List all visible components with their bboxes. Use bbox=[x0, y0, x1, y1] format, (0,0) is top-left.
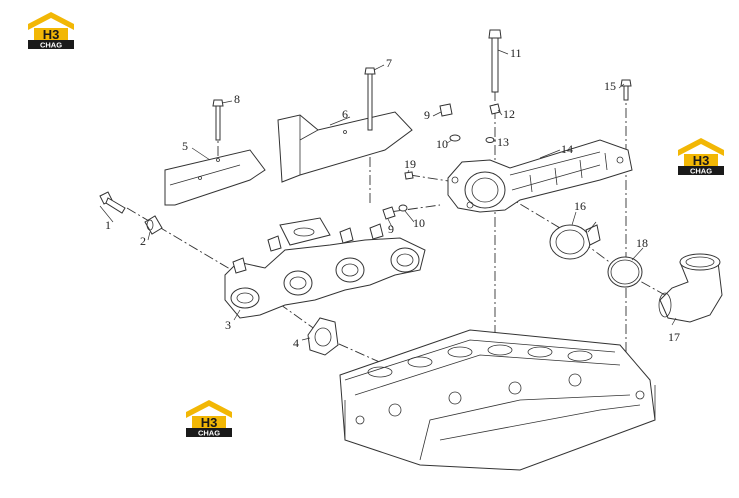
callout-10: 10 bbox=[436, 137, 448, 151]
logo-sub-text: CHAG bbox=[40, 41, 62, 50]
cylinder-head bbox=[339, 329, 656, 471]
brand-logo-right: H3 CHAG bbox=[672, 136, 730, 176]
callout-10-lower: 10 bbox=[413, 216, 425, 230]
gasket-4 bbox=[307, 317, 339, 356]
spacer-2 bbox=[144, 215, 163, 235]
bolt-1 bbox=[99, 191, 126, 214]
washer-10-bottom bbox=[398, 204, 408, 212]
o-ring-18 bbox=[607, 256, 643, 288]
callout-15: 15 bbox=[604, 79, 616, 93]
logo-sub-text: CHAG bbox=[198, 429, 220, 438]
callout-17: 17 bbox=[668, 330, 680, 344]
logo-main-text: H3 bbox=[201, 415, 218, 430]
callout-8: 8 bbox=[234, 92, 240, 106]
brand-logo-top-left: H3 CHAG bbox=[22, 10, 80, 50]
nut-12 bbox=[489, 103, 501, 115]
callout-13: 13 bbox=[497, 135, 509, 149]
logo-main-text: H3 bbox=[43, 27, 60, 42]
heat-shield-5 bbox=[164, 149, 266, 206]
bolt-15 bbox=[620, 79, 632, 101]
callout-16: 16 bbox=[574, 199, 586, 213]
nut-9-bottom bbox=[382, 206, 396, 220]
callout-18: 18 bbox=[636, 236, 648, 250]
v-clamp-16 bbox=[549, 221, 601, 260]
brand-logo-bottom-left: H3 CHAG bbox=[180, 398, 238, 438]
callout-12: 12 bbox=[503, 107, 515, 121]
callout-4: 4 bbox=[293, 336, 299, 350]
callout-7: 7 bbox=[386, 56, 392, 70]
logo-main-text: H3 bbox=[693, 153, 710, 168]
elbow-pipe-17 bbox=[658, 253, 723, 323]
callout-9-lower: 9 bbox=[388, 222, 394, 236]
head-bosses bbox=[355, 344, 645, 425]
callout-1: 1 bbox=[105, 218, 111, 232]
callout-9: 9 bbox=[424, 108, 430, 122]
nut-9-top bbox=[439, 103, 453, 117]
stud-8 bbox=[212, 99, 224, 141]
turbo-heat-shield-14 bbox=[447, 139, 633, 213]
stud-7 bbox=[364, 67, 376, 131]
washer-10-top bbox=[449, 134, 461, 142]
callout-11: 11 bbox=[510, 46, 522, 60]
callout-6: 6 bbox=[342, 107, 348, 121]
washer-13 bbox=[485, 137, 495, 143]
callout-5: 5 bbox=[182, 139, 188, 153]
screw-19 bbox=[404, 171, 414, 180]
callout-19: 19 bbox=[404, 157, 416, 171]
heat-shield-6 bbox=[277, 111, 413, 183]
bolt-11 bbox=[488, 29, 502, 93]
callout-2: 2 bbox=[140, 234, 146, 248]
callout-14: 14 bbox=[561, 142, 573, 156]
logo-sub-text: CHAG bbox=[690, 167, 712, 176]
exhaust-manifold-3 bbox=[224, 217, 426, 319]
leader-lines bbox=[99, 49, 677, 341]
callout-labels: 1 2 3 4 5 6 7 8 9 10 11 12 13 14 15 16 1… bbox=[105, 46, 680, 350]
callout-3: 3 bbox=[225, 318, 231, 332]
